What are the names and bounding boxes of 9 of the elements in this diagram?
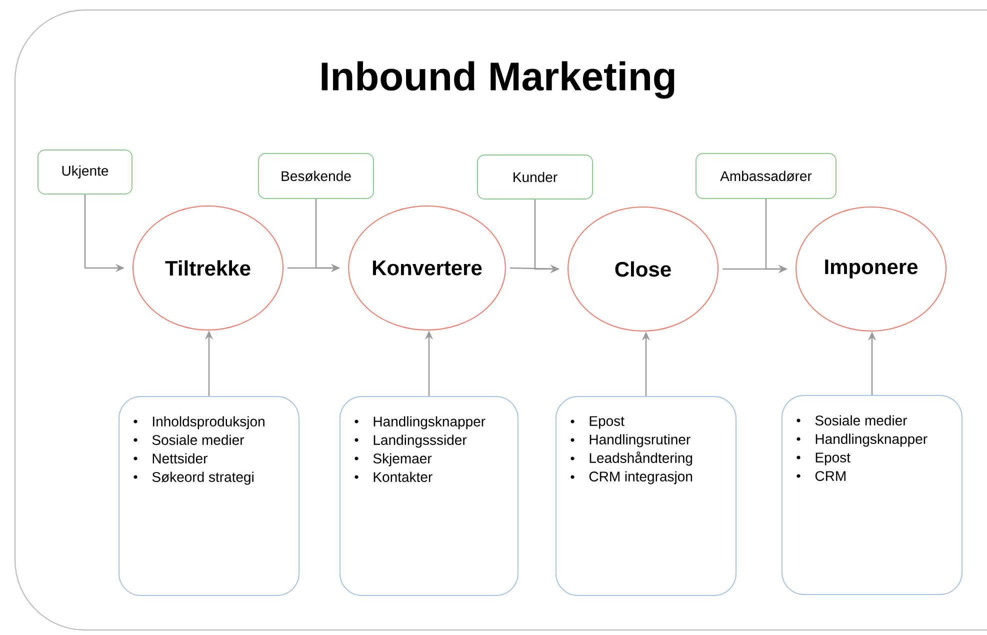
label-box: Besøkende (258, 153, 374, 199)
bullet-list-box: Sosiale medier Handlingsknapper Epost CRM (782, 395, 962, 595)
bullet-list-box: Epost Handlingsrutiner Leadshåndtering CRM integrasjon (556, 396, 736, 596)
bullet-list-box: Inholdsproduksjon Sosiale medier Nettsider Søkeord strategi (118, 396, 300, 596)
label-box: Kunder (477, 154, 593, 200)
label-box: Ukjente (38, 150, 132, 194)
bullet-list-box: Handlingsknapper Landingsssider Skjemaer Kontakter (340, 396, 518, 596)
label-box: Ambassadører (696, 153, 836, 199)
title: Inbound Marketing (322, 61, 674, 99)
